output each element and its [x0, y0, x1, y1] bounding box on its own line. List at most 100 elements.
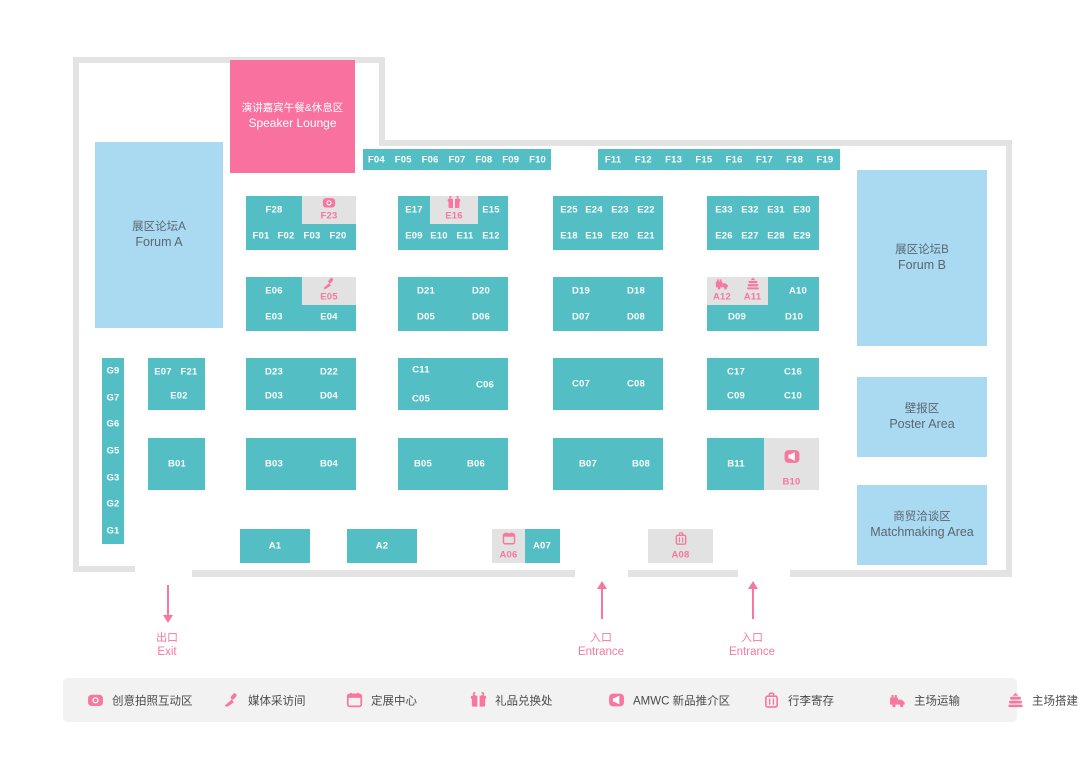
- booth-label-F06[interactable]: F06: [421, 154, 439, 165]
- booth-label-F09[interactable]: F09: [502, 154, 520, 165]
- booth-label-E10[interactable]: E10: [430, 230, 448, 242]
- booth-label-E03[interactable]: E03: [265, 311, 283, 323]
- booth-label-F08[interactable]: F08: [475, 154, 493, 165]
- booth-label-G3[interactable]: G3: [106, 472, 120, 484]
- booth-label-E09[interactable]: E09: [405, 230, 423, 242]
- booth-label-E07[interactable]: E07: [154, 366, 172, 378]
- booth-label-A12[interactable]: A12: [712, 291, 732, 303]
- legend-item-camera[interactable]: 创意拍照互动区: [87, 692, 193, 709]
- booth-label-G6[interactable]: G6: [106, 418, 120, 430]
- service-cell-E05[interactable]: E05: [302, 277, 356, 305]
- legend-item-gift[interactable]: 礼品兑换处: [470, 691, 553, 709]
- service-cell-E16[interactable]: E16: [430, 195, 478, 224]
- booth-label-E12[interactable]: E12: [482, 230, 500, 242]
- booth-label-E20[interactable]: E20: [611, 230, 629, 242]
- booth-label-F07[interactable]: F07: [448, 154, 466, 165]
- booth-label-G1[interactable]: G1: [106, 525, 120, 537]
- booth-label-E25[interactable]: E25: [560, 204, 578, 216]
- booth-label-E16[interactable]: E16: [445, 210, 463, 222]
- booth-label-B03[interactable]: B03: [264, 458, 284, 470]
- booth-label-F12[interactable]: F12: [634, 154, 652, 165]
- legend-item-truck[interactable]: 主场运输: [889, 692, 960, 709]
- booth-label-D22[interactable]: D22: [319, 366, 339, 378]
- booth-label-E32[interactable]: E32: [741, 204, 759, 216]
- booth-label-A10[interactable]: A10: [788, 285, 808, 297]
- booth-block-b01[interactable]: B01: [148, 438, 205, 490]
- booth-label-D04[interactable]: D04: [319, 390, 339, 402]
- booth-label-D23[interactable]: D23: [264, 366, 284, 378]
- booth-label-G2[interactable]: G2: [106, 498, 120, 510]
- booth-label-D21[interactable]: D21: [416, 285, 436, 297]
- booth-block-a08[interactable]: A08: [648, 529, 713, 563]
- booth-label-E24[interactable]: E24: [585, 204, 603, 216]
- booth-label-E26[interactable]: E26: [715, 230, 733, 242]
- booth-label-E17[interactable]: E17: [405, 204, 423, 216]
- booth-label-E18[interactable]: E18: [560, 230, 578, 242]
- booth-label-E05[interactable]: E05: [320, 291, 338, 303]
- booth-label-D10[interactable]: D10: [784, 311, 804, 323]
- service-cell-A11[interactable]: A11: [737, 277, 768, 305]
- booth-label-F28[interactable]: F28: [265, 204, 283, 216]
- booth-label-C09[interactable]: C09: [726, 390, 746, 402]
- booth-label-C16[interactable]: C16: [783, 366, 803, 378]
- booth-label-G9[interactable]: G9: [106, 365, 120, 377]
- booth-label-C17[interactable]: C17: [726, 366, 746, 378]
- booth-label-A06[interactable]: A06: [499, 549, 518, 561]
- booth-label-A2[interactable]: A2: [375, 540, 389, 552]
- booth-label-E04[interactable]: E04: [320, 311, 338, 323]
- booth-label-B01[interactable]: B01: [167, 458, 187, 470]
- booth-label-F01[interactable]: F01: [252, 230, 270, 242]
- booth-label-F05[interactable]: F05: [394, 154, 412, 165]
- booth-label-E22[interactable]: E22: [637, 204, 655, 216]
- booth-label-C05[interactable]: C05: [411, 393, 431, 405]
- booth-label-F17[interactable]: F17: [755, 154, 773, 165]
- legend-item-microphone[interactable]: 媒体采访间: [223, 692, 306, 709]
- service-cell-A06[interactable]: A06: [492, 529, 525, 563]
- booth-label-E31[interactable]: E31: [767, 204, 785, 216]
- booth-label-B08[interactable]: B08: [631, 458, 651, 470]
- service-cell-A12[interactable]: A12: [707, 277, 737, 305]
- legend-item-megaphone[interactable]: AMWC 新品推介区: [608, 692, 730, 709]
- booth-label-E27[interactable]: E27: [741, 230, 759, 242]
- booth-label-D19[interactable]: D19: [571, 285, 591, 297]
- booth-label-F19[interactable]: F19: [816, 154, 834, 165]
- booth-label-C06[interactable]: C06: [475, 379, 495, 391]
- booth-label-E29[interactable]: E29: [793, 230, 811, 242]
- booth-label-F21[interactable]: F21: [180, 366, 198, 378]
- legend-item-luggage[interactable]: 行李寄存: [763, 692, 834, 709]
- booth-label-D09[interactable]: D09: [727, 311, 747, 323]
- booth-label-D03[interactable]: D03: [264, 390, 284, 402]
- booth-label-E30[interactable]: E30: [793, 204, 811, 216]
- booth-label-F11[interactable]: F11: [604, 154, 622, 165]
- booth-label-E06[interactable]: E06: [265, 285, 283, 297]
- booth-label-D05[interactable]: D05: [416, 311, 436, 323]
- booth-label-E23[interactable]: E23: [611, 204, 629, 216]
- booth-label-C10[interactable]: C10: [783, 390, 803, 402]
- booth-label-B04[interactable]: B04: [319, 458, 339, 470]
- service-cell-B10[interactable]: B10: [764, 438, 819, 490]
- booth-label-E02[interactable]: E02: [170, 390, 188, 402]
- booth-label-F10[interactable]: F10: [529, 154, 547, 165]
- booth-label-F23[interactable]: F23: [320, 210, 338, 222]
- booth-label-B05[interactable]: B05: [413, 458, 433, 470]
- booth-label-E33[interactable]: E33: [715, 204, 733, 216]
- booth-label-E11[interactable]: E11: [456, 230, 474, 242]
- booth-label-A08[interactable]: A08: [671, 549, 690, 561]
- booth-label-F15[interactable]: F15: [695, 154, 713, 165]
- booth-label-B07[interactable]: B07: [578, 458, 598, 470]
